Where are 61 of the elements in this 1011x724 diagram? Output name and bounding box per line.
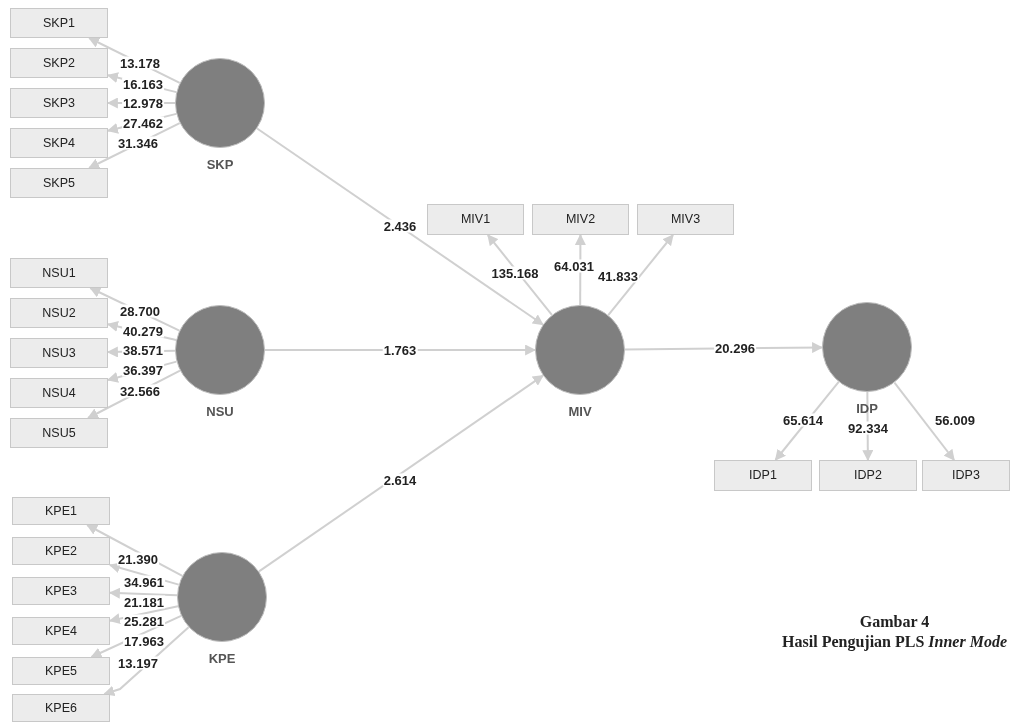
arrow	[574, 233, 586, 306]
construct-label: MIV	[568, 405, 592, 418]
edge-label: 36.397	[122, 363, 164, 377]
edge-label: 32.566	[119, 384, 161, 398]
indicator-box: NSU3	[10, 338, 108, 368]
arrow	[893, 381, 956, 461]
edge-label: 20.296	[714, 341, 756, 355]
indicator-box: MIV2	[532, 204, 629, 235]
arrow	[256, 127, 544, 326]
indicator-box: NSU5	[10, 418, 108, 448]
edge-label: 28.700	[119, 304, 161, 318]
edge-label: 13.178	[119, 56, 161, 70]
figure-caption: Hasil Pengujian PLS Inner Mode	[782, 632, 1007, 652]
indicator-box: KPE1	[12, 497, 110, 525]
indicator-box: SKP3	[10, 88, 108, 118]
edge-label: 21.181	[123, 595, 165, 609]
indicator-box: KPE3	[12, 577, 110, 605]
edge-label: 1.763	[382, 343, 418, 357]
edge-label: 13.197	[117, 656, 159, 670]
edge-label: 38.571	[122, 343, 164, 357]
figure-title: Gambar 4	[859, 612, 930, 632]
edge-label: 34.961	[123, 575, 165, 589]
indicator-box: MIV3	[637, 204, 734, 235]
edge-label: 135.168	[490, 266, 540, 280]
edge-label: 65.614	[782, 413, 824, 427]
edge-label: 2.614	[382, 473, 418, 487]
indicator-box: KPE6	[12, 694, 110, 722]
edge-label: 17.963	[123, 634, 165, 648]
edge-label: 25.281	[123, 614, 165, 628]
indicator-box: IDP3	[922, 460, 1010, 491]
indicator-box: MIV1	[427, 204, 524, 235]
indicator-box: NSU1	[10, 258, 108, 288]
indicator-box: SKP4	[10, 128, 108, 158]
arrow	[258, 374, 544, 573]
edge-label: 41.833	[597, 269, 639, 283]
edge-label: 16.163	[122, 77, 164, 91]
edge-label: 12.978	[122, 96, 164, 110]
indicator-box: KPE4	[12, 617, 110, 645]
indicator-box: SKP1	[10, 8, 108, 38]
indicator-box: KPE5	[12, 657, 110, 685]
indicator-box: SKP2	[10, 48, 108, 78]
edge-label: 40.279	[122, 324, 164, 338]
edge-label: 2.436	[382, 219, 418, 233]
indicator-box: IDP2	[819, 460, 917, 491]
indicator-box: IDP1	[714, 460, 812, 491]
edge-label: 56.009	[934, 413, 976, 427]
edge-label: 64.031	[553, 259, 595, 273]
indicator-box: SKP5	[10, 168, 108, 198]
edge-label: 27.462	[122, 116, 164, 130]
construct-label: KPE	[208, 652, 236, 665]
indicator-box: NSU4	[10, 378, 108, 408]
construct-label: NSU	[206, 405, 234, 418]
arrow	[607, 234, 674, 316]
arrow	[108, 587, 179, 599]
edge-label: 21.390	[117, 552, 159, 566]
indicator-box: NSU2	[10, 298, 108, 328]
indicator-box: KPE2	[12, 537, 110, 565]
construct-label: IDP	[856, 402, 878, 415]
edge-label: 31.346	[117, 136, 159, 150]
construct-label: SKP	[206, 158, 234, 171]
edge-label: 92.334	[847, 421, 889, 435]
